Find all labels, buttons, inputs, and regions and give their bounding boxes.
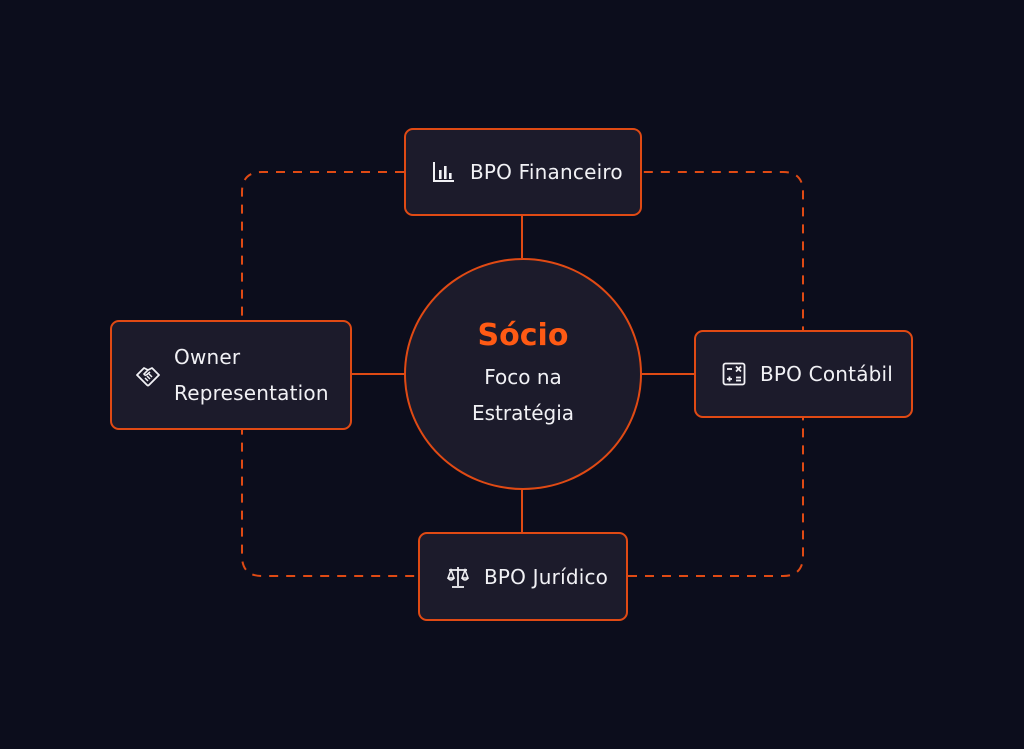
node-bpo-contabil: BPO Contábil [694, 330, 913, 418]
dashed-loop [241, 171, 804, 577]
center-subtitle-line2: Estratégia [471, 401, 575, 425]
bar-chart-icon [430, 158, 458, 186]
node-label: BPO Financeiro [470, 160, 623, 184]
node-label: BPO Jurídico [484, 564, 609, 589]
node-bpo-juridico: BPO Jurídico [418, 532, 628, 621]
node-label-line1: Owner [174, 345, 241, 369]
handshake-icon [134, 361, 162, 389]
node-label: Owner Representation [174, 339, 329, 411]
center-title: Sócio [477, 318, 569, 353]
node-owner-representation: Owner Representation [110, 320, 352, 430]
center-subtitle-line1: Foco na [484, 365, 562, 389]
node-label-line2: Representation [174, 381, 329, 405]
node-label: BPO Contábil [760, 362, 894, 386]
node-bpo-financeiro: BPO Financeiro [404, 128, 642, 216]
calculator-icon [720, 360, 748, 388]
center-node-socio: Sócio Foco na Estratégia [404, 258, 642, 490]
scales-icon [444, 563, 472, 591]
